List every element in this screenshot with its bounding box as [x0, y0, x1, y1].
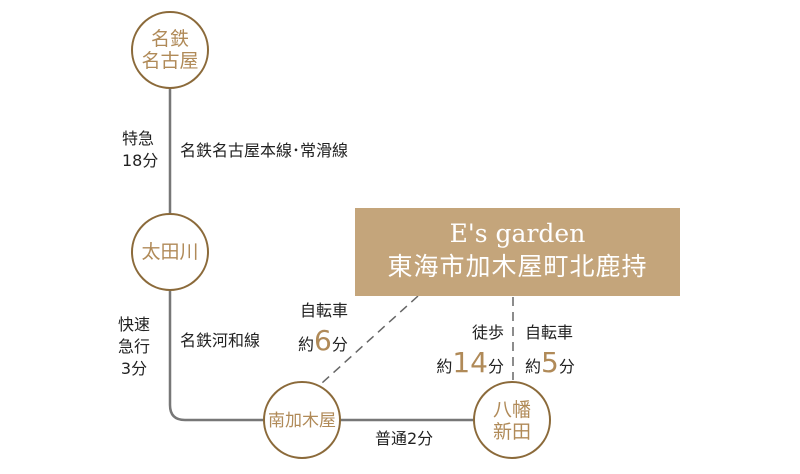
service-label: 快速 急行 3分 — [118, 315, 151, 378]
service-label: 普通2分 — [375, 429, 434, 448]
access-label: 自転車 約5分 — [525, 322, 575, 380]
station-circle — [473, 381, 551, 459]
service-label: 特急 18分 — [122, 129, 159, 170]
access-mode: 徒歩 — [471, 323, 504, 342]
access-mode: 自転車 — [525, 323, 574, 342]
property-name: E's garden — [449, 219, 586, 248]
access-prefix: 約 — [525, 357, 542, 376]
access-minutes: 5 — [541, 346, 559, 379]
access-suffix: 分 — [331, 335, 348, 354]
access-prefix: 約 — [298, 335, 315, 354]
access-label: 徒歩 約14分 — [416, 322, 504, 380]
line-name: 名鉄河和線 — [180, 331, 261, 350]
station-otagawa: 太田川 — [141, 241, 199, 263]
access-minutes: 6 — [314, 324, 332, 357]
line-name: 名鉄名古屋本線･常滑線 — [180, 141, 349, 160]
access-mode: 自転車 — [300, 301, 349, 320]
station-circle — [131, 11, 209, 89]
access-prefix: 約 — [436, 357, 453, 376]
property-box: E's garden 東海市加木屋町北鹿持 — [355, 208, 680, 296]
station-circle — [263, 381, 341, 459]
access-suffix: 分 — [558, 357, 575, 376]
access-suffix: 分 — [487, 357, 504, 376]
dashed-route-minamikagiya — [321, 295, 419, 384]
station-minamikagiya: 南加木屋 — [268, 411, 336, 431]
access-minutes: 14 — [452, 346, 488, 379]
station-circle — [131, 213, 209, 291]
access-label: 自転車 約6分 — [298, 300, 348, 358]
rail-line — [168, 88, 474, 422]
station-yawatashinden: 八幡 新田 — [492, 399, 532, 443]
property-address: 東海市加木屋町北鹿持 — [387, 252, 648, 281]
station-meitetsu-nagoya: 名鉄 名古屋 — [141, 28, 199, 72]
